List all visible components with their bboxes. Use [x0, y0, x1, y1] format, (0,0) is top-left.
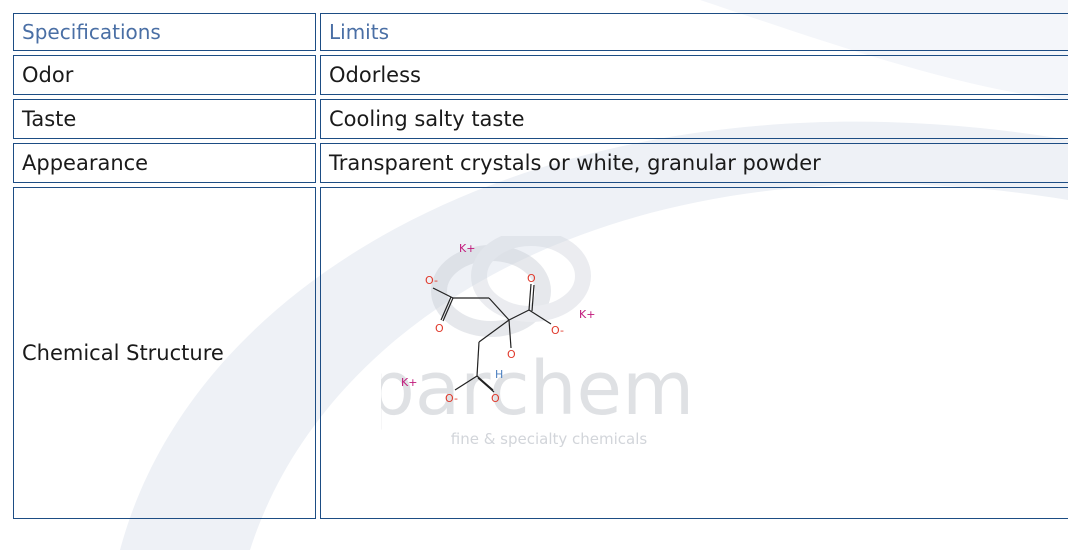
- spec-taste: Taste: [13, 99, 316, 139]
- spec-appearance: Appearance: [13, 143, 316, 183]
- limit-odor: Odorless: [320, 55, 1068, 95]
- atom-h: H: [495, 368, 503, 381]
- header-specifications: Specifications: [13, 13, 316, 51]
- chemical-structure-cell: parchem fine & specialty chemicals: [320, 187, 1068, 519]
- atom-o-minus-right: O-: [551, 324, 564, 337]
- atom-o-left: O: [435, 322, 444, 335]
- atom-k-right: K+: [579, 308, 595, 321]
- limit-appearance: Transparent crystals or white, granular …: [320, 143, 1068, 183]
- atom-o-minus-top: O-: [425, 274, 438, 287]
- specifications-table: Specifications Limits Odor Odorless Tast…: [9, 9, 1068, 523]
- atom-k-bottom: K+: [401, 376, 417, 389]
- atom-o-minus-bottom: O-: [445, 392, 458, 405]
- table-row: Taste Cooling salty taste: [13, 99, 1068, 139]
- molecule-atoms: K+ O- O O O- K+ O H K+ O- O: [401, 242, 595, 405]
- spec-chemical-structure: Chemical Structure: [13, 187, 316, 519]
- table-header-row: Specifications Limits: [13, 13, 1068, 51]
- spec-odor: Odor: [13, 55, 316, 95]
- table-row: Appearance Transparent crystals or white…: [13, 143, 1068, 183]
- atom-o-hydroxyl: O: [507, 348, 516, 361]
- atom-o-bottom: O: [491, 392, 500, 405]
- atom-k-top: K+: [459, 242, 475, 255]
- table-row: Odor Odorless: [13, 55, 1068, 95]
- limit-taste: Cooling salty taste: [320, 99, 1068, 139]
- molecule-bonds: [432, 283, 552, 393]
- header-limits: Limits: [320, 13, 1068, 51]
- watermark-tagline: fine & specialty chemicals: [451, 430, 648, 448]
- chemical-structure-diagram: parchem fine & specialty chemicals: [381, 236, 694, 448]
- watermark-brand: parchem: [381, 346, 694, 432]
- table-row: Chemical Structure parchem fine & specia…: [13, 187, 1068, 519]
- atom-o-upper-right: O: [527, 272, 536, 285]
